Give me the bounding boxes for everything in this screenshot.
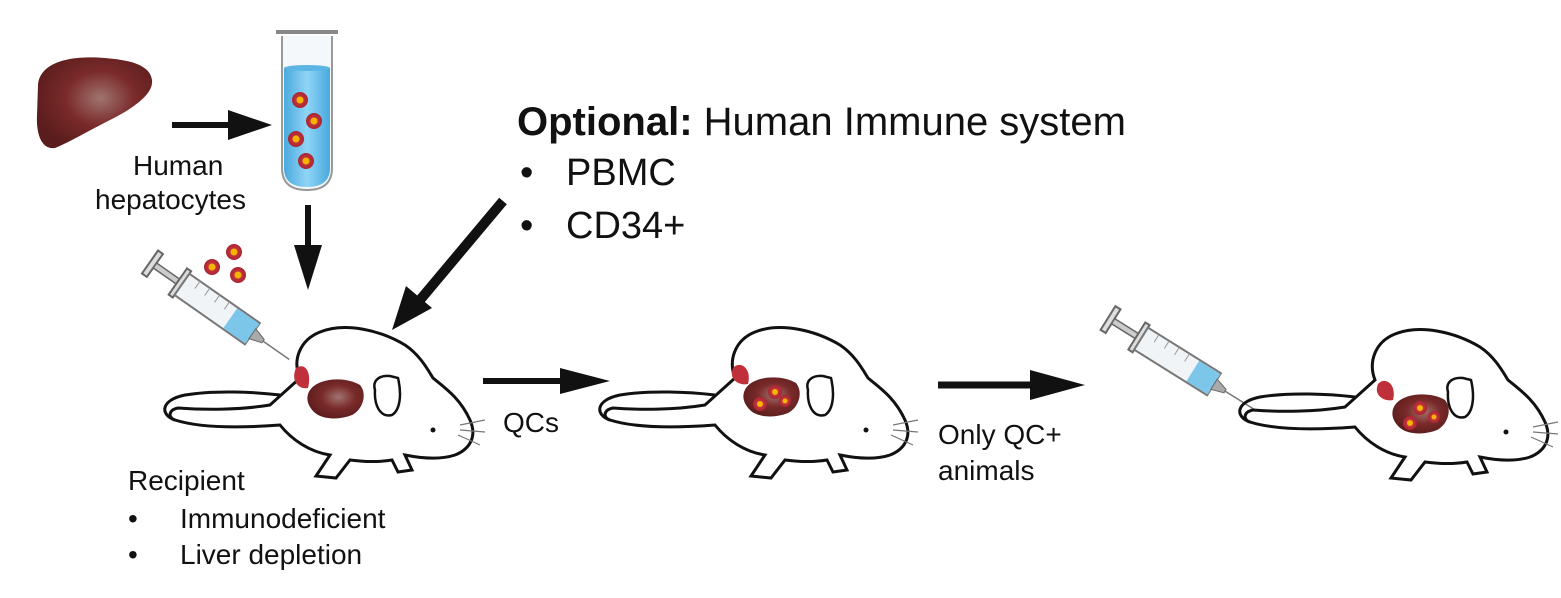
only-qc-label-line2: animals [938,455,1035,486]
loose-cells [204,244,246,283]
arrow-tube-down [294,205,322,290]
optional-title-bold: Optional: [517,100,693,144]
mouse-final [1238,328,1559,482]
recipient-item-label: Immunodeficient [180,503,386,534]
hepatocytes-label-line2: hepatocytes [95,184,246,215]
hepatocytes-label-2: hepatocytes [95,184,246,216]
optional-item-pbmc: • PBMC [520,152,676,194]
tube-cells [288,92,322,169]
optional-title: Optional: Human Immune system [517,100,1126,144]
arrow-only-qc [938,370,1085,400]
human-liver [36,57,153,149]
qcs-label: QCs [503,407,559,438]
bullet: • [520,205,534,247]
recipient-item-1: • Immunodeficient [128,503,385,535]
hepatocytes-label: Human [133,150,223,182]
bullet: • [128,539,138,570]
mouse-1-liver [307,379,364,419]
recipient-item-label: Liver depletion [180,539,363,570]
mouse-recipient [163,326,486,480]
optional-item-label: PBMC [566,152,676,194]
bullet: • [128,503,138,534]
optional-item-label: CD34+ [566,205,686,247]
recipient-title: Recipient [128,465,245,496]
arrow-liver-to-tube [172,110,272,140]
syringe-2 [1099,304,1257,412]
optional-title-rest: Human Immune system [692,100,1126,144]
arrow-qcs [483,368,610,394]
bullet: • [520,152,534,194]
only-qc-label-line1: Only QC+ [938,419,1062,450]
optional-item-cd34: • CD34+ [520,205,685,247]
arrow-optional-to-mouse [392,197,507,330]
syringe-1 [140,249,290,361]
test-tube [276,30,338,192]
mouse-qc [598,326,919,480]
recipient-item-2: • Liver depletion [128,539,362,571]
hepatocytes-label-line1: Human [133,150,224,181]
